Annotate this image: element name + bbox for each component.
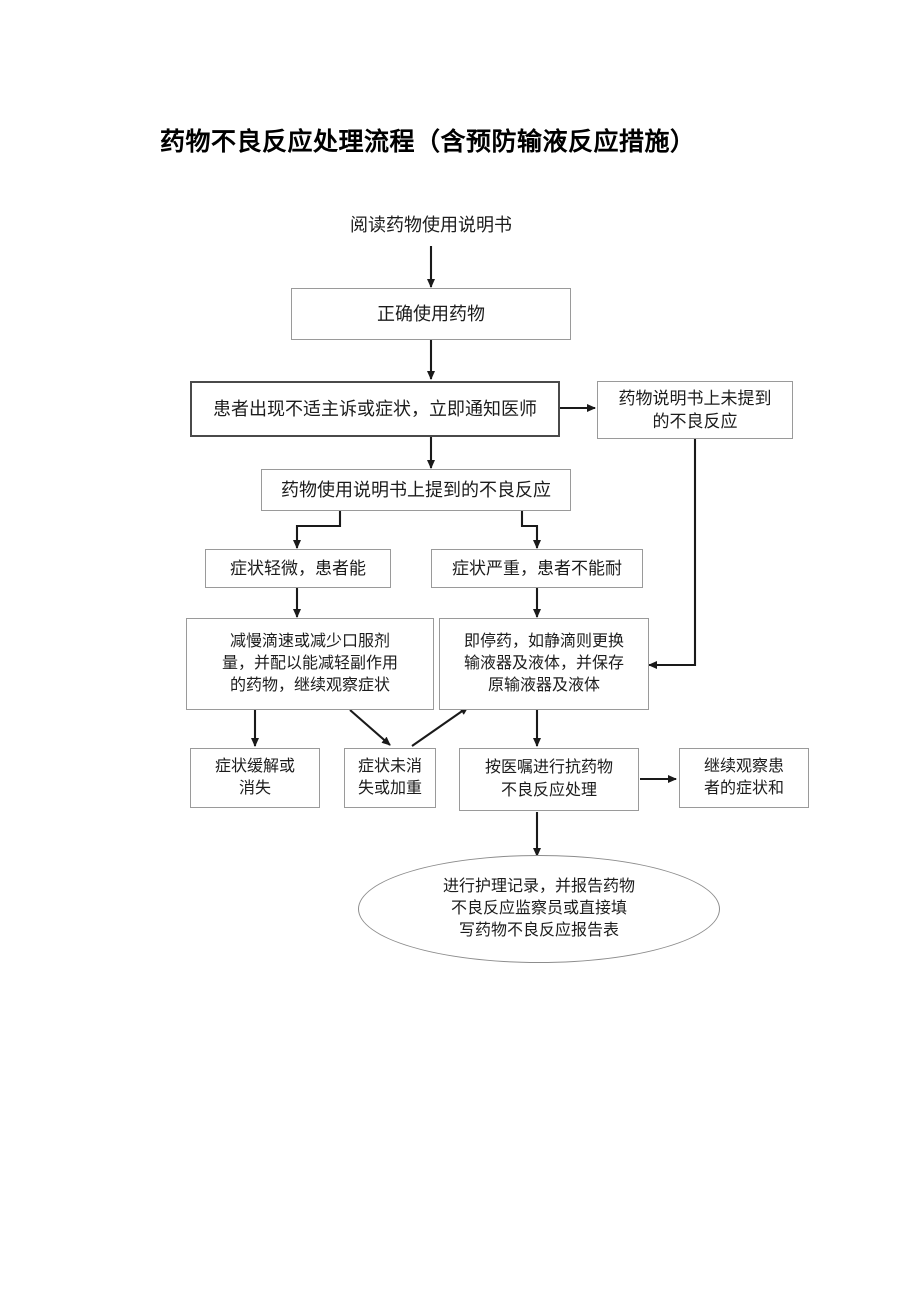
node-adr-in-instructions[interactable]: 药物使用说明书上提到的不良反应 [261, 469, 571, 511]
node-label: 进行护理记录，并报告药物 不良反应监察员或直接填 写药物不良反应报告表 [442, 877, 635, 940]
node-label: 继续观察患 者的症状和 [703, 757, 784, 797]
node-label: 正确使用药物 [377, 303, 485, 324]
node-continue-observation[interactable]: 继续观察患 者的症状和 [679, 748, 809, 808]
node-read-instructions[interactable]: 阅读药物使用说明书 [336, 209, 526, 241]
edge-not-listed-to-stop-drug [648, 439, 697, 669]
node-adr-not-in-instructions[interactable]: 药物说明书上未提到 的不良反应 [597, 381, 793, 439]
node-label: 患者出现不适主诉或症状，立即通知医师 [213, 398, 537, 419]
node-label: 按医嘱进行抗药物 不良反应处理 [484, 759, 613, 799]
node-label: 阅读药物使用说明书 [350, 214, 512, 235]
node-treat-per-doctor-order[interactable]: 按医嘱进行抗药物 不良反应处理 [459, 748, 639, 811]
node-label: 症状轻微，患者能 [230, 558, 366, 578]
node-label: 症状缓解或 消失 [214, 757, 295, 797]
node-symptoms-relieved[interactable]: 症状缓解或 消失 [190, 748, 320, 808]
node-notify-physician[interactable]: 患者出现不适主诉或症状，立即通知医师 [190, 381, 560, 437]
node-label: 药物说明书上未提到 的不良反应 [618, 388, 772, 431]
node-label: 症状严重，患者不能耐 [452, 558, 622, 578]
node-slow-infusion-rate[interactable]: 减慢滴速或减少口服剂 量，并配以能减轻副作用 的药物，继续观察症状 [186, 618, 434, 710]
node-use-drug-correctly[interactable]: 正确使用药物 [291, 288, 571, 340]
node-label: 减慢滴速或减少口服剂 量，并配以能减轻副作用 的药物，继续观察症状 [221, 632, 398, 695]
node-stop-drug-replace-set[interactable]: 即停药，如静滴则更换 输液器及液体，并保存 原输液器及液体 [439, 618, 649, 710]
node-label: 药物使用说明书上提到的不良反应 [281, 479, 551, 500]
page-title: 药物不良反应处理流程（含预防输液反应措施） [160, 128, 696, 156]
node-label: 即停药，如静滴则更换 输液器及液体，并保存 原输液器及液体 [463, 632, 624, 695]
node-label: 症状未消 失或加重 [357, 757, 422, 797]
node-symptoms-persist-or-worsen[interactable]: 症状未消 失或加重 [344, 748, 436, 808]
node-symptoms-severe[interactable]: 症状严重，患者不能耐 [431, 549, 643, 588]
edge-slow-drip-to-worse [349, 709, 391, 746]
node-symptoms-mild[interactable]: 症状轻微，患者能 [205, 549, 391, 588]
node-nursing-record-report[interactable]: 进行护理记录，并报告药物 不良反应监察员或直接填 写药物不良反应报告表 [358, 855, 720, 963]
edge-listed-to-severe [520, 511, 541, 549]
edge-listed-to-mild [293, 511, 342, 549]
edge-worse-to-stop-drug [411, 706, 469, 747]
